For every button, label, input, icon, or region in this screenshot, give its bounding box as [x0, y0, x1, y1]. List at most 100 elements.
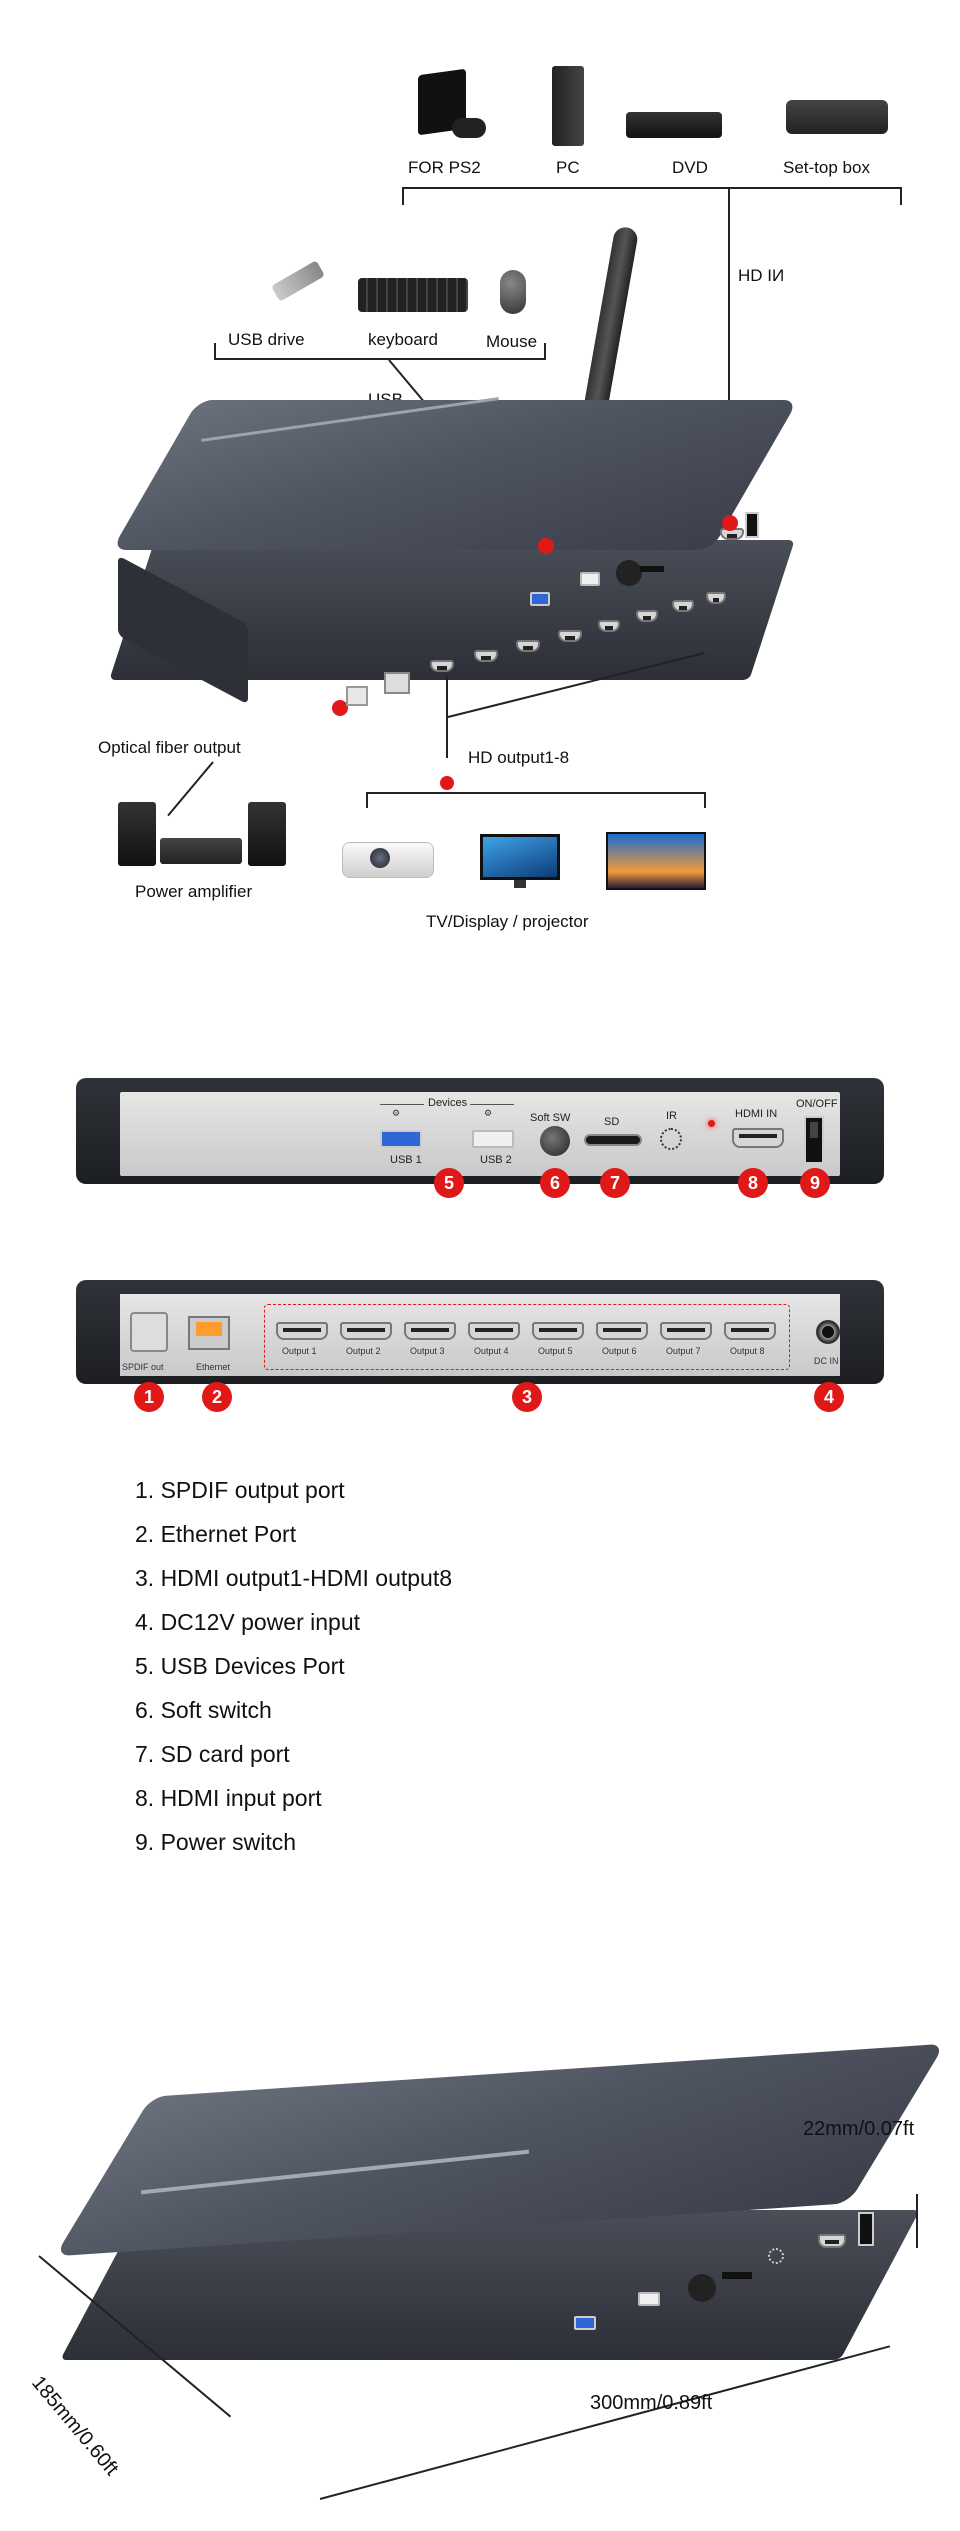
- keyboard-label: keyboard: [368, 330, 438, 349]
- rear-spdif-port: [130, 1312, 168, 1352]
- width-arrow: [319, 2345, 891, 2500]
- rear-hdmi-output-label: Output 6: [602, 1346, 637, 1356]
- device-hdmi-out-4: [558, 630, 582, 642]
- rear-hdmi-output-label: Output 5: [538, 1346, 573, 1356]
- spec-item: 1. SPDIF output port: [135, 1477, 345, 1503]
- usb2-label: USB 2: [480, 1154, 512, 1166]
- dc-in-port: [816, 1320, 840, 1344]
- badge-3: 3: [512, 1382, 542, 1412]
- usb2-symbol-icon: ⚙: [484, 1108, 493, 1118]
- dim-power-switch: [858, 2212, 874, 2246]
- rear-hdmi-output-label: Output 8: [730, 1346, 765, 1356]
- rear-hdmi-output-label: Output 3: [410, 1346, 445, 1356]
- soft-switch-button: [540, 1126, 570, 1156]
- device-top-cover: [111, 400, 799, 550]
- rear-hdmi-output-1: [276, 1322, 328, 1340]
- keyboard-image: [358, 278, 468, 312]
- spec-item: 4. DC12V power input: [135, 1609, 361, 1635]
- badge-1: 1: [134, 1382, 164, 1412]
- power-switch: [804, 1116, 824, 1164]
- dim-soft-switch: [688, 2274, 716, 2302]
- displays-label: TV/Display / projector: [426, 912, 589, 931]
- rear-hdmi-output-2: [340, 1322, 392, 1340]
- device-hdmi-out-3: [516, 640, 540, 652]
- sd-label: SD: [604, 1116, 620, 1128]
- dim-usb1-port: [574, 2316, 596, 2330]
- device-hdmi-out-7: [672, 600, 694, 612]
- device-hdmi-out-6: [636, 610, 658, 622]
- hd-output-label: HD output1-8: [468, 748, 570, 767]
- source-ps2-label: FOR PS2: [408, 158, 481, 177]
- on-off-label: ON/OFF: [796, 1098, 838, 1110]
- hd-in-line: [728, 187, 730, 522]
- rear-hdmi-output-6: [596, 1322, 648, 1340]
- device-spdif-port: [346, 686, 368, 706]
- depth-dimension-label: 185mm/0.60ft: [27, 2372, 123, 2480]
- device-usb2-port: [580, 572, 600, 586]
- amplifier-image: [160, 838, 242, 864]
- status-led: [708, 1120, 715, 1127]
- usb-drive-label: USB drive: [228, 330, 305, 349]
- hdmi-outputs-group: [264, 1304, 790, 1370]
- usb1-label: USB 1: [390, 1154, 422, 1166]
- tv-image: [606, 832, 706, 890]
- width-dimension-label: 300mm/0.89ft: [590, 2392, 713, 2414]
- hd-in-label: HD IИ: [738, 266, 785, 285]
- height-dimension-label: 22mm/0.07ft: [803, 2118, 915, 2140]
- spec-item: 8. HDMI input port: [135, 1785, 322, 1811]
- rear-hdmi-output-3: [404, 1322, 456, 1340]
- badge-2: 2: [202, 1382, 232, 1412]
- spec-item: 6. Soft switch: [135, 1697, 272, 1723]
- hd-in-marker: [722, 515, 738, 531]
- dim-hdmi-in-port: [818, 2234, 846, 2248]
- rear-hdmi-output-label: Output 4: [474, 1346, 509, 1356]
- device-sd-slot: [640, 566, 664, 572]
- rear-hdmi-output-label: Output 7: [666, 1346, 701, 1356]
- antenna: [580, 225, 640, 427]
- source-settop-label: Set-top box: [783, 158, 870, 177]
- source-bracket: [402, 187, 902, 189]
- hdmi-in-label: HDMI IN: [735, 1108, 778, 1120]
- ir-sensor-icon: [660, 1128, 682, 1150]
- source-pc-label: PC: [556, 158, 580, 177]
- dim-sd-slot: [722, 2272, 752, 2279]
- device-power-switch: [745, 512, 759, 538]
- badge-6: 6: [540, 1168, 570, 1198]
- rear-hdmi-output-5: [532, 1322, 584, 1340]
- spdif-label: SPDIF out: [122, 1362, 164, 1372]
- source-dvd-label: DVD: [672, 158, 708, 177]
- height-arrow: [916, 2194, 918, 2248]
- mouse-image: [500, 270, 526, 314]
- devices-label: Devices: [428, 1097, 468, 1109]
- speaker-left-image: [118, 802, 156, 866]
- display-bracket: [366, 792, 706, 794]
- front-usb1-port: [380, 1130, 422, 1148]
- display-marker: [440, 776, 454, 790]
- spdif-marker: [332, 700, 348, 716]
- badge-4: 4: [814, 1382, 844, 1412]
- ps2-console-image: [418, 68, 488, 142]
- front-hdmi-in-port: [732, 1128, 784, 1148]
- ir-label: IR: [666, 1110, 677, 1122]
- rear-hdmi-output-label: Output 2: [346, 1346, 381, 1356]
- rear-hdmi-output-label: Output 1: [282, 1346, 317, 1356]
- optical-line: [167, 761, 214, 817]
- spec-list: 1. SPDIF output port 2. Ethernet Port 3.…: [135, 1468, 452, 1864]
- device-hdmi-out-8: [706, 592, 726, 604]
- device-hdmi-out-5: [598, 620, 620, 632]
- spec-item: 2. Ethernet Port: [135, 1521, 297, 1547]
- dim-usb2-port: [638, 2292, 660, 2306]
- front-usb2-port: [472, 1130, 514, 1148]
- rear-hdmi-output-8: [724, 1322, 776, 1340]
- badge-8: 8: [738, 1168, 768, 1198]
- soft-sw-label: Soft SW: [530, 1112, 571, 1124]
- dim-ir-icon: [768, 2248, 784, 2264]
- rear-ethernet-port: [188, 1316, 230, 1350]
- speaker-right-image: [248, 802, 286, 866]
- peripheral-bracket: [214, 358, 546, 360]
- pc-tower-image: [552, 66, 584, 146]
- usb1-symbol-icon: ⚙: [392, 1108, 401, 1118]
- device-hdmi-out-2: [474, 650, 498, 662]
- badge-5: 5: [434, 1168, 464, 1198]
- device-ethernet-port: [384, 672, 410, 694]
